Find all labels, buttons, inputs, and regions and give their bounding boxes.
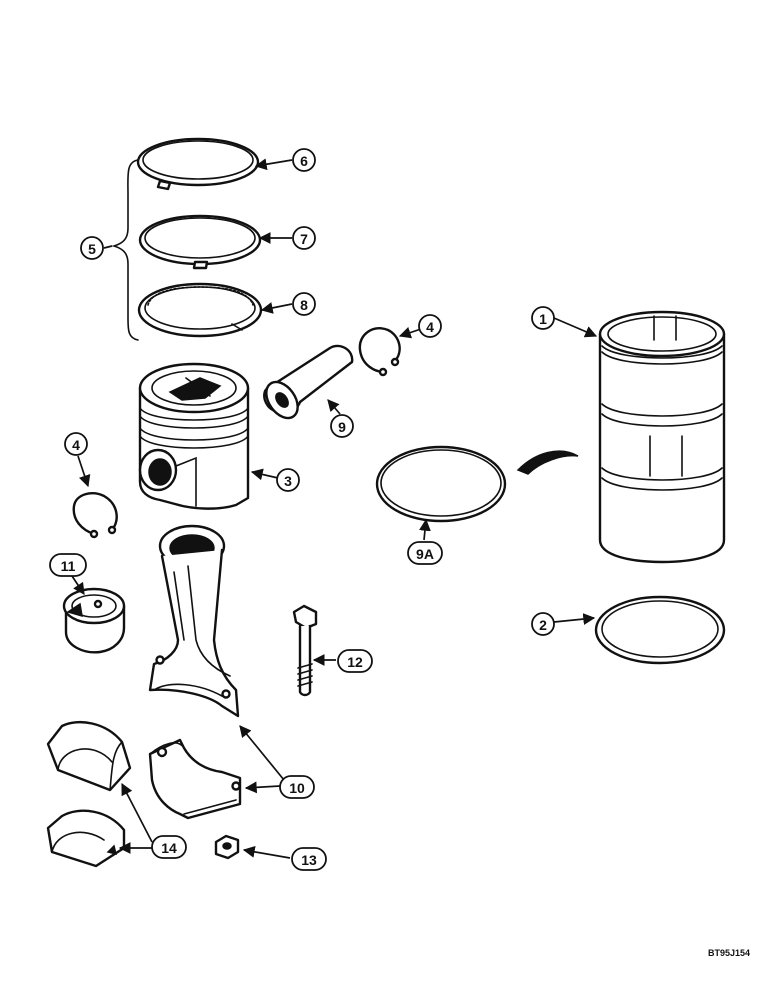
callout-8: 8 (292, 292, 316, 316)
leader-4-left (77, 455, 91, 488)
svg-text:13: 13 (301, 852, 317, 868)
svg-text:12: 12 (347, 654, 363, 670)
callout-9a: 9A (407, 541, 443, 565)
callout-3: 3 (276, 468, 300, 492)
callout-6: 6 (292, 148, 316, 172)
svg-text:14: 14 (161, 840, 177, 856)
snap-ring-right (358, 327, 401, 377)
top-compression-ring (136, 137, 260, 191)
cylinder-liner (598, 310, 726, 564)
callout-2: 2 (531, 612, 555, 636)
piston-pin (263, 344, 354, 420)
callout-1: 1 (531, 306, 555, 330)
leader-11 (71, 575, 85, 595)
svg-text:4: 4 (426, 319, 434, 335)
callout-9: 9 (330, 414, 354, 438)
leader-9a (419, 518, 431, 541)
leader-2 (553, 613, 596, 625)
leader-13 (242, 845, 291, 859)
svg-text:1: 1 (539, 311, 547, 327)
piston-pin-bushing (62, 587, 126, 654)
svg-text:8: 8 (300, 297, 308, 313)
figure-code: BT95J154 (708, 948, 750, 958)
connecting-rod (148, 524, 240, 718)
callout-11: 11 (49, 553, 87, 577)
callout-7: 7 (292, 226, 316, 250)
liner-seal-ring (594, 595, 726, 665)
leader-5 (103, 245, 113, 249)
svg-text:2: 2 (539, 617, 547, 633)
upper-bearing-shell (46, 720, 132, 792)
install-direction-arrow (516, 450, 579, 475)
leader-9 (327, 399, 341, 415)
callout-4-right: 4 (418, 314, 442, 338)
leader-1 (553, 317, 598, 338)
piston (138, 362, 250, 510)
liner-o-ring-9a (375, 445, 507, 523)
leader-3 (250, 468, 279, 481)
oil-control-ring (137, 282, 263, 338)
callout-10: 10 (279, 775, 315, 799)
lower-bearing-shell (46, 809, 126, 868)
svg-text:7: 7 (300, 231, 308, 247)
callout-13: 13 (291, 847, 327, 871)
callout-14: 14 (151, 835, 187, 859)
rod-bolt (292, 604, 318, 697)
svg-text:11: 11 (61, 558, 76, 574)
leader-10-rod (239, 725, 285, 781)
leader-10-cap (244, 781, 281, 794)
rod-cap (148, 738, 242, 820)
svg-text:6: 6 (300, 153, 308, 169)
snap-ring-left (72, 492, 118, 539)
svg-text:10: 10 (289, 780, 305, 796)
ring-set-brace (111, 159, 139, 341)
second-compression-ring (138, 214, 262, 270)
svg-text:9: 9 (338, 419, 346, 435)
leader-8 (260, 302, 293, 314)
svg-text:3: 3 (284, 473, 292, 489)
svg-text:9A: 9A (416, 546, 434, 562)
svg-text:4: 4 (72, 437, 80, 453)
callout-4-left: 4 (64, 432, 88, 456)
callout-12: 12 (337, 649, 373, 673)
leader-6 (254, 158, 293, 171)
leader-14-upper (121, 782, 153, 843)
rod-nut (214, 834, 240, 860)
svg-text:5: 5 (88, 241, 96, 257)
callout-5: 5 (80, 236, 104, 260)
